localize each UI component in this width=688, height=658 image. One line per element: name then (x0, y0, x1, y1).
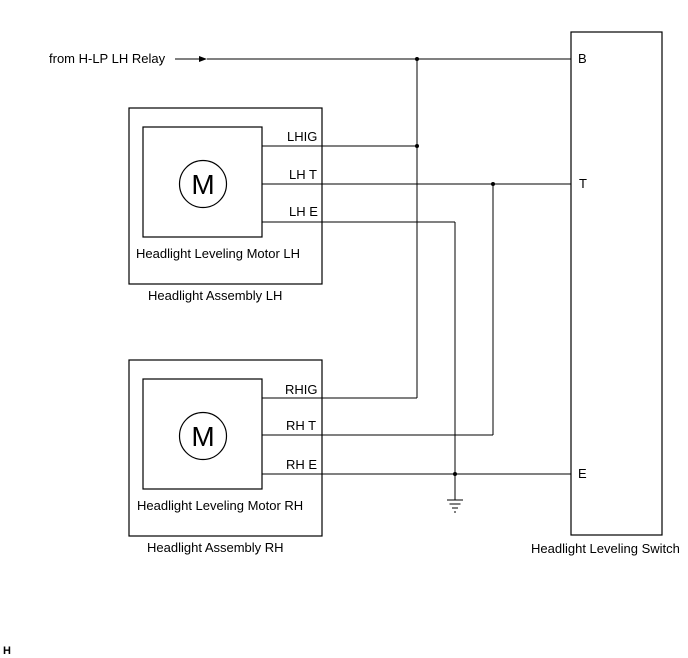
leveling-motor-lh-label: Headlight Leveling Motor LH (136, 246, 300, 261)
terminal-rhig-label: RHIG (285, 382, 318, 397)
junction-dot (415, 144, 419, 148)
motor-lh-icon: M (178, 159, 228, 209)
switch-terminal-e-label: E (578, 466, 587, 481)
headlight-assembly-lh-box (128, 107, 323, 285)
motor-lh-symbol: M (191, 169, 214, 200)
junction-dot (491, 182, 495, 186)
terminal-lhe-label: LH E (289, 204, 318, 219)
junction-dot (415, 57, 419, 61)
terminal-lht-label: LH T (289, 167, 317, 182)
motor-rh-symbol: M (191, 421, 214, 452)
leveling-switch-box (570, 31, 663, 536)
leveling-motor-lh-box (142, 126, 263, 238)
source-label: from H-LP LH Relay (49, 51, 166, 66)
headlight-assembly-rh-box (128, 359, 323, 537)
switch-terminal-t-label: T (579, 176, 587, 191)
ground-icon (447, 499, 463, 513)
corner-mark: H (3, 645, 11, 657)
source-arrow-icon (175, 56, 207, 62)
motor-rh-icon: M (178, 411, 228, 461)
junction-dot (453, 472, 457, 476)
headlight-assembly-rh-label: Headlight Assembly RH (147, 540, 284, 555)
switch-terminal-b-label: B (578, 51, 587, 66)
terminal-rht-label: RH T (286, 418, 316, 433)
terminal-lhig-label: LHIG (287, 129, 317, 144)
leveling-switch-label: Headlight Leveling Switch (531, 541, 680, 556)
leveling-motor-rh-box (142, 378, 263, 490)
leveling-motor-rh-label: Headlight Leveling Motor RH (137, 498, 303, 513)
headlight-assembly-lh-label: Headlight Assembly LH (148, 288, 282, 303)
terminal-rhe-label: RH E (286, 457, 317, 472)
